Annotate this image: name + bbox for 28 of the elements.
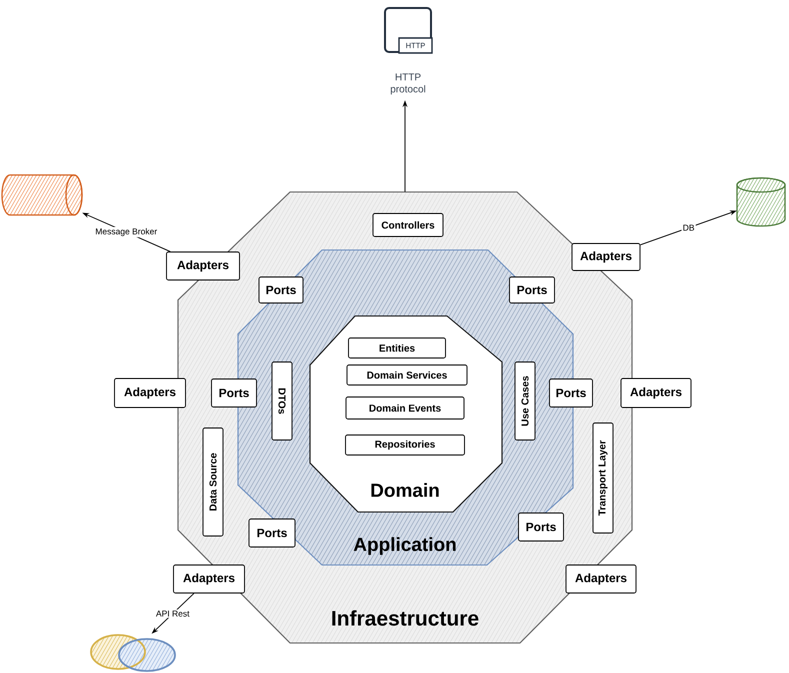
edge-label: Message Broker: [94, 226, 158, 238]
icon-caption: HTTP protocol: [390, 74, 426, 94]
port-box: Ports: [518, 512, 564, 542]
component-box: Domain Services: [346, 364, 468, 386]
adapter-box: Adapters: [572, 243, 640, 271]
component-box: Controllers: [372, 213, 444, 237]
adapter-box: Adapters: [566, 564, 636, 594]
component-box: Transport Layer: [592, 422, 614, 534]
component-box: Domain Events: [346, 396, 464, 420]
adapter-box: Adapters: [173, 564, 245, 594]
component-box: Data Source: [202, 428, 224, 536]
port-box: Ports: [211, 378, 257, 408]
adapter-box: Adapters: [114, 378, 186, 408]
cylinder: [1, 174, 83, 216]
component-box: Entities: [348, 338, 446, 358]
port-box: Ports: [248, 518, 296, 548]
cylinder: [736, 177, 786, 227]
adapter-box: Adapters: [620, 378, 692, 408]
component-box: Use Cases: [514, 362, 536, 440]
overlapping-circles: [90, 634, 176, 672]
component-box: Repositories: [345, 434, 465, 456]
port-box: Ports: [549, 378, 593, 408]
component-box: DTOs: [272, 362, 292, 440]
port-box: Ports: [258, 276, 304, 304]
port-box: Ports: [509, 276, 555, 304]
adapter-box: Adapters: [166, 252, 240, 280]
edge-label: API Rest: [154, 609, 191, 618]
edge-label: DB: [682, 224, 696, 232]
